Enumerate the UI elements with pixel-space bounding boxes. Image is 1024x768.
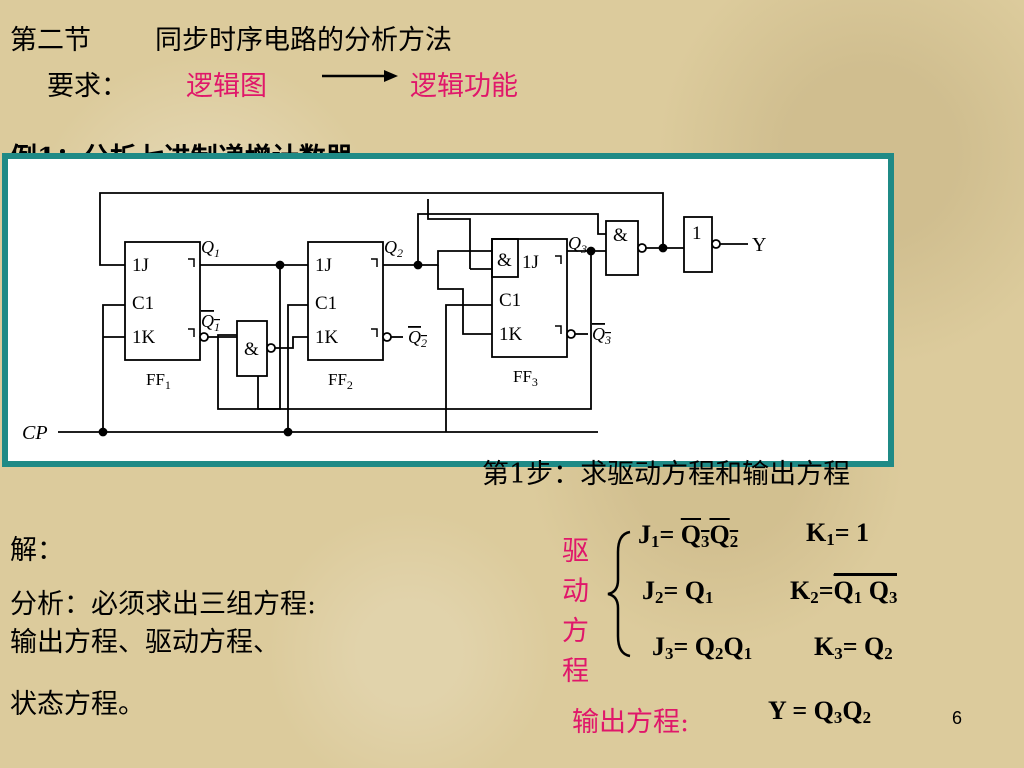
equation-k2: K2=Q1 Q3 [790, 573, 898, 608]
logic-diagram-label: 逻辑图 [186, 71, 267, 102]
equation-j2: J2= Q1 [642, 576, 714, 608]
logic-circuit-svg: 1J C1 1K 1J C1 1K 1J C1 1K & & & 1 FF1 F… [22, 192, 766, 444]
ff3-block [491, 238, 568, 358]
and-gate-2-symbol: & [613, 225, 628, 246]
page-number: 6 [952, 708, 963, 728]
page-title: 同步时序电路的分析方法 [155, 25, 452, 56]
ff2-c-label: C1 [315, 293, 337, 314]
ff1-name: FF1 [146, 370, 171, 392]
ff1-block [124, 241, 201, 361]
equation-j3: J3= Q2Q1 [652, 632, 753, 664]
ff3-c-label: C1 [499, 290, 521, 311]
ff2-k-label: 1K [315, 327, 339, 348]
ff1-k-label: 1K [132, 327, 156, 348]
q3-label: Q3 [568, 233, 587, 256]
drive-equations-label: 驱 动 方 程 [562, 536, 589, 687]
ff3-name: FF3 [513, 367, 538, 389]
q1-bar-label: Q1 [201, 311, 220, 334]
step1-title: 第1步：求驱动方程和输出方程 [482, 459, 851, 490]
equation-j1: J1= Q3Q2 [638, 520, 739, 552]
q3-bar-label: Q3 [592, 324, 611, 347]
ff3-and-input [491, 238, 519, 278]
output-equation-label: 输出方程: [572, 707, 690, 738]
ff1-j-label: 1J [132, 255, 149, 276]
ff2-block [307, 241, 384, 361]
q2-label: Q2 [384, 237, 403, 260]
and-gate-1-symbol: & [244, 339, 259, 360]
brace-icon [607, 530, 631, 658]
analysis-line-1: 分析：必须求出三组方程: [10, 589, 317, 620]
analysis-line-3: 状态方程。 [10, 689, 145, 720]
q2-bar-label: Q2 [408, 327, 427, 350]
ff2-name: FF2 [328, 370, 353, 392]
ff2-j-label: 1J [315, 255, 332, 276]
solution-label: 解： [10, 535, 64, 566]
equation-k1: K1= 1 [806, 518, 870, 550]
output-equation: Y = Q3Q2 [768, 696, 872, 728]
section-number: 第二节 [10, 25, 91, 56]
clock-label: CP [22, 422, 48, 444]
arrow-icon [322, 70, 398, 82]
circuit-diagram: 1J C1 1K 1J C1 1K 1J C1 1K & & & 1 FF1 F… [2, 153, 894, 467]
requirement-label: 要求： [47, 71, 128, 102]
ff3-k-label: 1K [499, 324, 523, 345]
ff1-c-label: C1 [132, 293, 154, 314]
logic-function-label: 逻辑功能 [410, 71, 518, 102]
q1-label: Q1 [201, 237, 220, 260]
ff3-and-symbol: & [497, 250, 512, 271]
output-y-label: Y [752, 234, 766, 256]
analysis-line-2: 输出方程、驱动方程、 [10, 627, 280, 658]
ff3-j-label: 1J [522, 252, 539, 273]
not-gate-symbol: 1 [692, 223, 702, 244]
equation-k3: K3= Q2 [814, 632, 893, 664]
